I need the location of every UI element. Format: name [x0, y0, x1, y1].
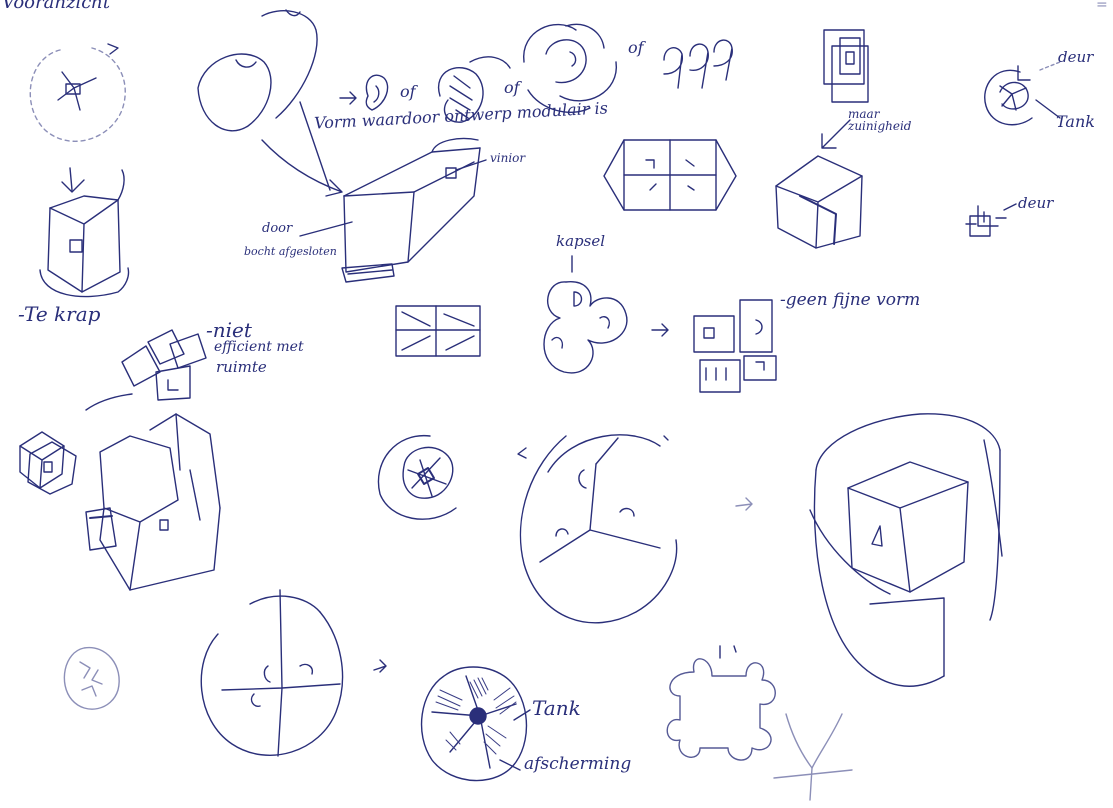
- sketch-faded-y: [774, 714, 852, 800]
- note-ruimte: ruimte: [216, 360, 267, 375]
- note-or-2: of: [504, 80, 520, 96]
- note-bocht: bocht afgesloten: [244, 246, 337, 257]
- arrow-right-3: [736, 498, 752, 510]
- sketch-ggg-shapes: [664, 40, 732, 88]
- note-or-3: of: [628, 40, 644, 56]
- note-door: door: [262, 222, 292, 235]
- sketch-faded-pinwheel: [64, 648, 119, 710]
- sketch-tall-box: [40, 170, 129, 297]
- sketch-house-cluster: [86, 414, 220, 590]
- note-niet: -niet: [206, 320, 252, 340]
- sketch-tilted-boxes: [122, 330, 206, 400]
- note-zuinigheid: zuinigheid: [848, 120, 912, 132]
- note-corner-mark: =: [1096, 0, 1108, 12]
- note-tank-1: Tank: [1056, 114, 1095, 130]
- note-geen-vorm: -geen fijne vorm: [780, 292, 920, 309]
- sketch-window-grid: [396, 306, 480, 356]
- sketch-clover: [544, 256, 627, 373]
- note-efficient: efficient met: [214, 340, 304, 354]
- note-corner-title: Vooranzicht: [2, 0, 110, 12]
- sketch-petal-1: [366, 75, 387, 110]
- note-afscherming: afscherming: [524, 756, 631, 773]
- sketch-stacked-frames: [824, 30, 868, 102]
- sketch-cube: [776, 156, 862, 248]
- note-tank-2: Tank: [532, 698, 581, 718]
- sketch-tank-hatched-wheel: [422, 667, 530, 781]
- note-te-krap: -Te krap: [18, 304, 100, 324]
- sketch-quadrant-circle: [201, 590, 342, 756]
- pointer-line: [86, 394, 132, 410]
- arrow-right-1: [340, 92, 356, 104]
- note-deur-1: deur: [1058, 50, 1093, 65]
- arrow-right-4: [374, 660, 386, 672]
- note-kapsel: kapsel: [556, 234, 605, 249]
- arrow-right-2: [652, 324, 668, 336]
- sketch-flower-cross: [667, 646, 775, 760]
- sketch-small-cubes: [20, 432, 76, 494]
- note-deur-2: deur: [1018, 196, 1053, 211]
- sketch-tank-wheel: [985, 62, 1060, 125]
- small-mark: [518, 448, 526, 458]
- sketch-cabin: [300, 139, 486, 283]
- sketch-four-squares: [694, 300, 776, 392]
- arrow-down-1: [62, 168, 84, 192]
- sketch-grid-box: [604, 140, 736, 210]
- sketch-three-segment-wheel: [520, 435, 676, 623]
- arrow-down-left: [822, 120, 850, 148]
- note-vinior: vinior: [490, 152, 525, 164]
- sketch-hook-shapes: [198, 10, 342, 196]
- sketch-small-swirl: [966, 204, 1016, 236]
- note-or-1: of: [400, 84, 416, 100]
- sketch-circle-fan: [30, 44, 125, 141]
- sketch-big-cylinder: [810, 414, 1002, 686]
- sketch-small-pinwheel: [378, 436, 456, 520]
